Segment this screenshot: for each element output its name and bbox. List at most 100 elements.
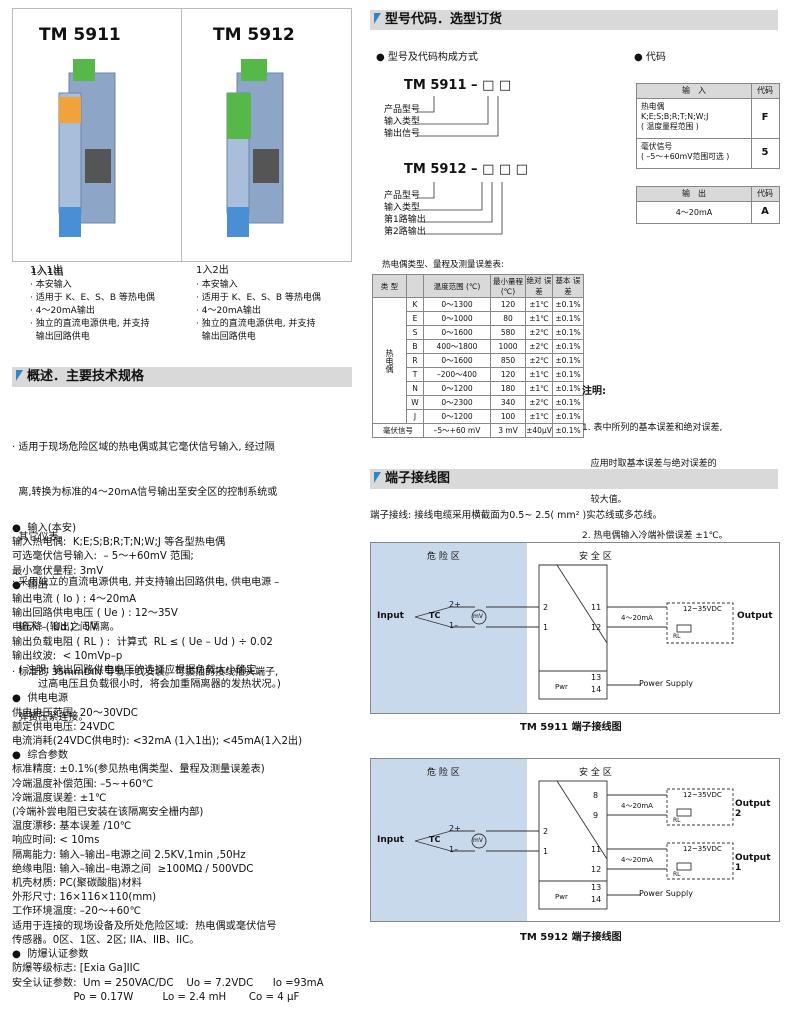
spec-line: 输出回路供电电压 ( Ue ) : 12～35V — [12, 608, 178, 620]
spec-line: ● 防爆认证参数 — [12, 949, 89, 961]
table-cell: 0～1600 — [423, 325, 491, 340]
spec-line: 适用于连接的现场设备及所处危险区域: 热电偶或毫伏信号 — [12, 920, 277, 932]
spec-line: 传感器。0区、1区、2区; IIA、IIB、IIC。 — [12, 934, 200, 946]
hazard-zone — [371, 543, 527, 713]
code-title: ● 代码 — [634, 52, 666, 63]
terminal-14: 14 — [591, 895, 602, 904]
note-line: 1. 表中所列的基本误差和绝对误差, — [582, 423, 723, 433]
pwr-label: Pwr — [555, 893, 568, 901]
overview-header: 概述．主要技术规格 — [12, 367, 352, 387]
input-line: ( –5～+60mV范围可选 ) — [641, 152, 730, 161]
input-label: Input — [377, 835, 404, 845]
product-bullet: 输出回路供电 — [196, 332, 256, 342]
table-cell: ±1℃ — [525, 381, 553, 396]
input-line: ( 温度量程范围 ) — [641, 122, 699, 131]
product-bullet: · 适用于 K、E、S、B 等热电偶 — [196, 293, 321, 303]
tc-label: TC — [429, 835, 441, 844]
model-label: 产品型号 — [384, 191, 421, 201]
header-marker-icon — [374, 472, 381, 483]
spec-line: ● 输出 — [12, 579, 48, 591]
note-title: 注明: — [582, 386, 606, 397]
input-label: Input — [377, 611, 404, 621]
spec-line: 供电电压范围: 20～30VDC — [12, 707, 138, 719]
th-range: 温度范围 (℃) — [423, 274, 491, 298]
terminal-2: 2 — [543, 603, 549, 612]
header-marker-icon — [16, 370, 23, 381]
notes: 注明: 1. 表中所列的基本误差和绝对误差, 应用时取基本误差与绝对误差的 较大… — [582, 362, 728, 554]
overview-bullets: · 适用于现场危险区域的热电偶或其它毫伏信号输入, 经过隔 离,转换为标准的4～… — [12, 410, 352, 740]
spec-line: 防爆等级标志: [Exia Ga]IIC — [12, 963, 140, 975]
spec-line: 过高电压且负载很小时, 将会加重隔离器的发热状况。) — [12, 679, 281, 691]
table-cell: 0～2300 — [423, 395, 491, 410]
product-subtitle-5912: 1入2出 — [196, 265, 229, 276]
table-cell: 1000 — [490, 339, 526, 354]
mv-abs: ±40μV — [525, 423, 553, 438]
power-supply-label: Power Supply — [639, 679, 693, 688]
header-marker-icon — [374, 13, 381, 24]
input-line: 热电偶 — [641, 102, 665, 111]
table-cell: K — [406, 297, 424, 312]
mv-symbol: mV — [473, 837, 483, 844]
table-cell: ±0.1% — [552, 297, 584, 312]
input-millivolt: 毫伏信号( –5～+60mV范围可选 ) — [641, 142, 729, 162]
product-subtitle-5911: 1入1出 — [31, 267, 64, 278]
terminal-11: 11 — [591, 603, 602, 612]
table-cell: 0～1600 — [423, 353, 491, 368]
product-bullet: · 4～20mA输出 — [196, 306, 261, 316]
spec-line: ( 注明: 输出回路供电电压的选择应根据负载大小确定, — [12, 665, 260, 677]
struct-title: ● 型号及代码构成方式 — [376, 52, 478, 63]
table-cell: 80 — [490, 311, 526, 326]
terminal-13: 13 — [591, 673, 602, 682]
rl-label: RL — [673, 633, 681, 640]
overview-line: 其它仪表。 — [12, 532, 69, 543]
overview-line: · 标准的 35mmDIN 导轨卡式安装。可拔插的接线插头端子, — [12, 667, 279, 678]
input-code-f: F — [761, 112, 769, 123]
model-label: 产品型号 — [384, 105, 421, 115]
spec-line: 隔离能力: 输入–输出–电源之间 2.5KV,1min ,50Hz — [12, 849, 246, 861]
overview-line: · 采用独立的直流电源供电, 并支持输出回路供电, 供电电源 – — [12, 577, 280, 588]
spec-line: 机壳材质: PC(聚碳酸脂)材料 — [12, 878, 142, 890]
input-line: K;E;S;B;R;T;N;W;J — [641, 112, 709, 121]
table-cell: ±2℃ — [525, 395, 553, 410]
product-box: TM 5911 TM 5912 1入1出 — [12, 8, 352, 278]
th-min-span: 最小量程 (℃) — [490, 274, 526, 298]
input-header: 输 入 — [682, 86, 706, 95]
table-cell: N — [406, 381, 424, 396]
table-cell: ±0.1% — [552, 339, 584, 354]
product-bullet: · 本安输入 — [30, 280, 72, 290]
spec-line: 安全认证参数: Um = 250VAC/DC Uo = 7.2VDC Io =9… — [12, 977, 324, 989]
note-line: 较大值。 — [582, 495, 627, 505]
model-code-5911: TM 5911 – □ □ — [404, 78, 512, 93]
th-type: 类 型 — [372, 274, 407, 298]
neg-terminal: 1– — [449, 621, 459, 630]
spec-line: 输出负载电阻 ( RL ) : 计算式 RL ≤ ( Ue – Ud ) ÷ 0… — [12, 636, 273, 648]
pos-terminal: 2+ — [449, 600, 461, 609]
overview-title: 概述．主要技术规格 — [27, 369, 145, 384]
table-cell: 120 — [490, 367, 526, 382]
table-cell: ±0.1% — [552, 353, 584, 368]
table-cell: ±0.1% — [552, 395, 584, 410]
terminal-1: 1 — [543, 847, 549, 856]
table-cell: 120 — [490, 297, 526, 312]
specifications-list: ● 输入(本安)输入热电偶: K;E;S;B;R;T;N;W;J 等各型热电偶可… — [12, 522, 352, 1005]
note-line: 2. 热电偶输入冷端补偿误差 ±1℃。 — [582, 531, 728, 541]
order-title: 型号代码．选型订货 — [385, 12, 503, 27]
spec-line: 冷端温度补偿范围: –5~+60℃ — [12, 778, 154, 790]
rl-label: RL — [673, 871, 681, 878]
spec-line: 输入热电偶: K;E;S;B;R;T;N;W;J 等各型热电偶 — [12, 537, 226, 549]
terminal-9: 9 — [593, 811, 599, 820]
product-bullet: · 独立的直流电源供电, 并支持 — [30, 319, 150, 329]
overview-line: · 适用于现场危险区域的热电偶或其它毫伏信号输入, 经过隔 — [12, 442, 275, 453]
ma-label: 4～20mA — [621, 614, 653, 622]
tc-table-title: 热电偶类型、量程及测量误差表: — [382, 260, 504, 270]
table-cell: E — [406, 311, 424, 326]
wiring-diagram-5911: 危 险 区 安 全 区 Input TC 2+ 1– mV 2 1 11 12 … — [370, 542, 780, 714]
power-supply-label: Power Supply — [639, 889, 693, 898]
tm5911-device-image — [58, 59, 116, 237]
table-cell: –200～400 — [423, 367, 491, 382]
ma-label: 4～20mA — [621, 802, 653, 810]
